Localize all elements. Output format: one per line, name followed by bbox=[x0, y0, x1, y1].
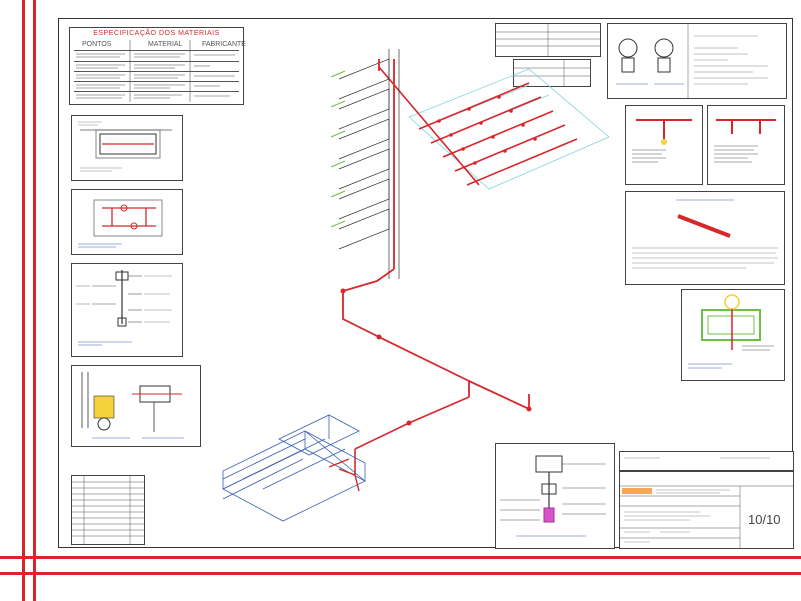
main-riser bbox=[342, 59, 530, 411]
column-section-drawing bbox=[688, 294, 774, 369]
detail-box-column-section bbox=[681, 289, 785, 381]
spec-table: ESPECIFICAÇÃO DOS MATERIAIS PONTOS MATER… bbox=[69, 27, 246, 105]
detail-box-pump bbox=[71, 365, 201, 447]
title-block-lines bbox=[620, 485, 793, 548]
spec-col-maker: FABRICANTE bbox=[202, 41, 246, 48]
spec-table-title: ESPECIFICAÇÃO DOS MATERIAIS bbox=[93, 30, 220, 37]
valve-symbols bbox=[340, 288, 532, 426]
floor-labels bbox=[330, 70, 346, 228]
tee-detail-2-drawing bbox=[714, 119, 776, 163]
pump-pipes bbox=[328, 458, 360, 492]
pressure-table bbox=[513, 59, 591, 87]
spec-table-scribbles bbox=[76, 40, 235, 102]
pipe-detail-drawing bbox=[632, 199, 778, 269]
pit-section-drawing bbox=[78, 121, 172, 172]
detail-box-automatic-sprinkler bbox=[495, 443, 615, 549]
supply-line bbox=[354, 396, 470, 475]
spec-col-points: PONTOS bbox=[82, 41, 112, 48]
building-floors bbox=[338, 49, 400, 279]
legend-table bbox=[71, 475, 145, 545]
spec-row-divider bbox=[74, 50, 239, 51]
title-block-header bbox=[619, 451, 794, 471]
isometric-piping-drawing bbox=[222, 49, 610, 522]
valve-plan-drawing bbox=[78, 199, 163, 248]
pump-assembly-drawing bbox=[81, 372, 184, 439]
sprinkler-support-drawing bbox=[76, 270, 172, 346]
sprinkler-heads-drawing bbox=[616, 24, 768, 98]
frame-vertical-line-2 bbox=[33, 0, 36, 601]
detail-box-tee-1 bbox=[625, 105, 703, 185]
drawing-sheet: ESPECIFICAÇÃO DOS MATERIAIS PONTOS MATER… bbox=[58, 18, 794, 549]
legend-table-lines bbox=[72, 476, 144, 544]
sprinkler-characteristics-box bbox=[607, 23, 787, 99]
detail-box-pipe bbox=[625, 191, 785, 285]
frame-horizontal-line-2 bbox=[0, 572, 801, 575]
automatic-sprinkler-drawing bbox=[500, 455, 606, 537]
spec-row-divider bbox=[74, 71, 239, 72]
pressure-table-lines bbox=[514, 60, 590, 86]
sprinkler-heads bbox=[437, 95, 537, 165]
sprinkler-data-table bbox=[495, 23, 601, 57]
tank-room bbox=[222, 414, 366, 522]
tee-detail-1-drawing bbox=[632, 119, 692, 163]
detail-box-sprinkler-support bbox=[71, 263, 183, 357]
spec-col-material: MATERIAL bbox=[148, 41, 183, 48]
frame-vertical-line-1 bbox=[22, 0, 25, 601]
detail-box-tee-2 bbox=[707, 105, 785, 185]
sheet-number: 10/10 bbox=[748, 512, 781, 527]
frame-horizontal-line-1 bbox=[0, 556, 801, 559]
detail-box-pit bbox=[71, 115, 183, 181]
detail-box-valves bbox=[71, 189, 183, 255]
title-block: 10/10 bbox=[619, 471, 794, 549]
spec-row-divider bbox=[74, 61, 239, 62]
spec-row-divider bbox=[74, 81, 239, 82]
sprinkler-data-lines bbox=[496, 24, 600, 56]
spec-row-divider bbox=[74, 91, 239, 92]
title-block-header-lines bbox=[624, 457, 770, 459]
